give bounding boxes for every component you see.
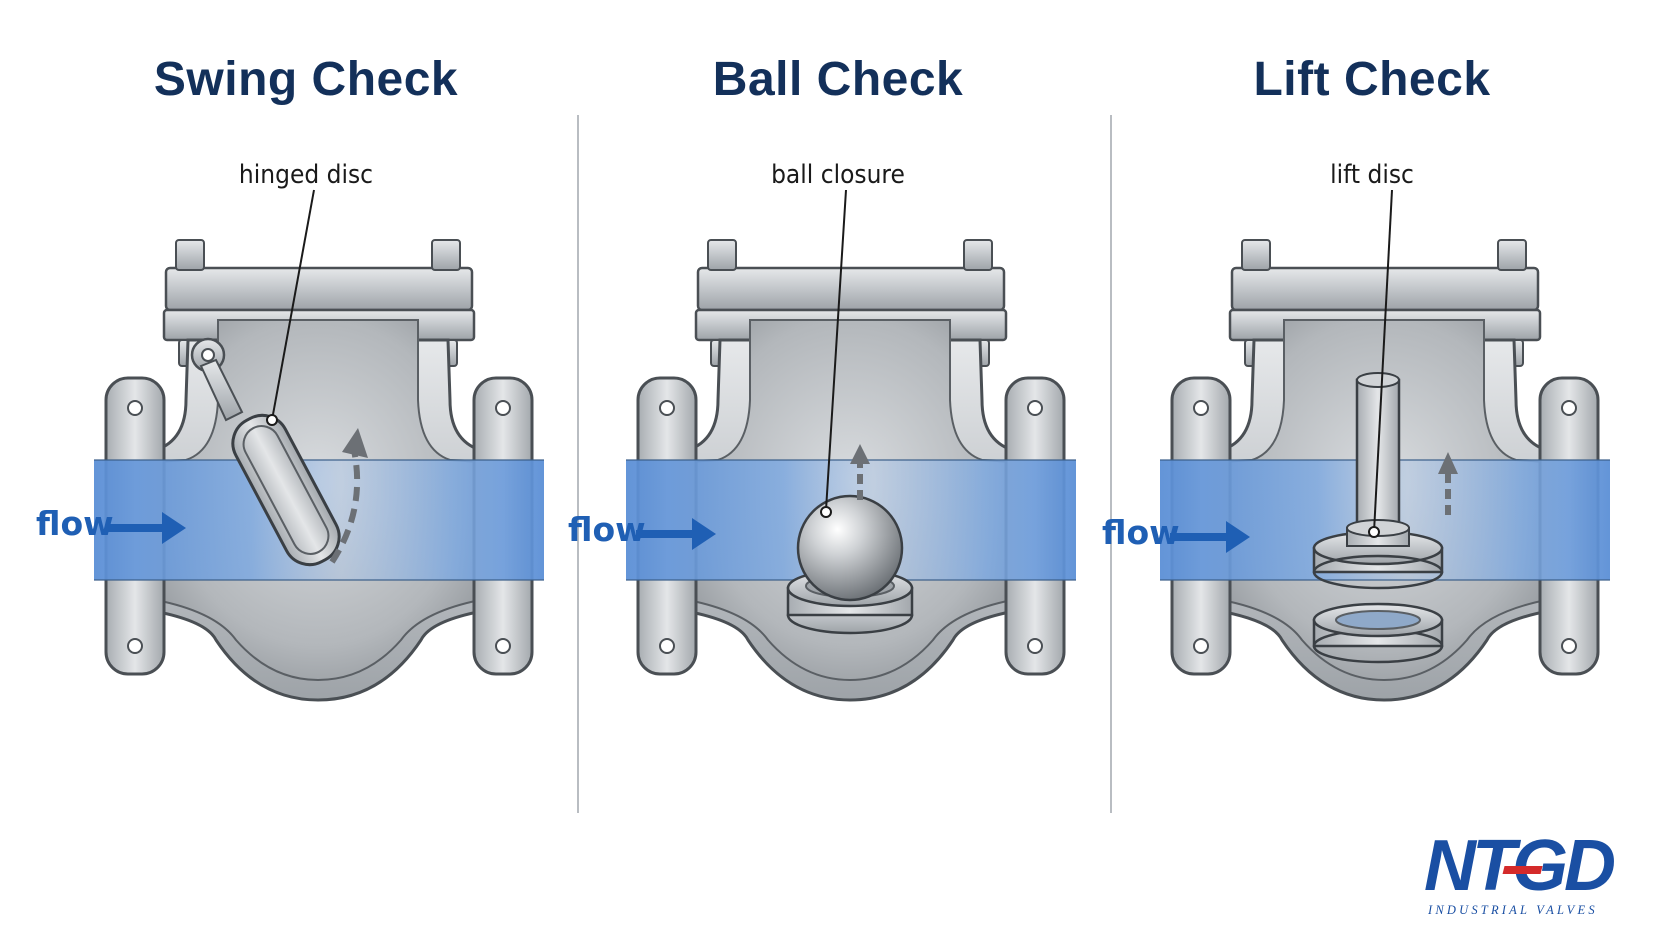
flow-arrow — [636, 518, 716, 550]
lift-disc-leader — [1373, 189, 1393, 533]
logo-accent — [1502, 866, 1543, 874]
callout-label: hinged disc — [238, 160, 374, 190]
panel-title: Swing Check — [153, 53, 459, 106]
flow-arrow — [1170, 521, 1250, 553]
swing-check-valve-drawing: flow — [36, 189, 576, 941]
panel-lift-check: flow Lift Check lift disc — [1102, 0, 1642, 941]
ball-closure — [796, 494, 904, 602]
flow-label: flow — [36, 504, 114, 543]
hinged-disc-leader — [271, 189, 315, 421]
ball-closure-leader — [825, 189, 847, 511]
hinged-disc — [190, 337, 341, 567]
flow-label: flow — [568, 510, 646, 549]
panel-swing-check: flow Swing Check hinged disc — [36, 0, 576, 941]
ball-check-valve-drawing: flow — [568, 189, 1108, 941]
motion-arrow — [329, 449, 361, 564]
panel-divider — [1110, 115, 1112, 813]
flow-label: flow — [1102, 513, 1180, 552]
logo-tagline: INDUSTRIAL VALVES — [1427, 903, 1598, 917]
lift-disc — [1312, 519, 1444, 590]
lift-check-valve-drawing: flow — [1102, 189, 1642, 941]
valve-seat — [1312, 602, 1444, 664]
callout-label: ball closure — [771, 160, 905, 190]
ntgd-logo: NTGD INDUSTRIAL VALVES — [1424, 826, 1618, 917]
panel-divider — [577, 115, 579, 813]
panel-title: Lift Check — [1253, 53, 1491, 106]
panel-ball-check: flow Ball Check ball closure — [568, 0, 1108, 941]
panel-title: Ball Check — [712, 53, 964, 106]
callout-label: lift disc — [1330, 160, 1414, 190]
flow-arrow — [106, 512, 186, 544]
